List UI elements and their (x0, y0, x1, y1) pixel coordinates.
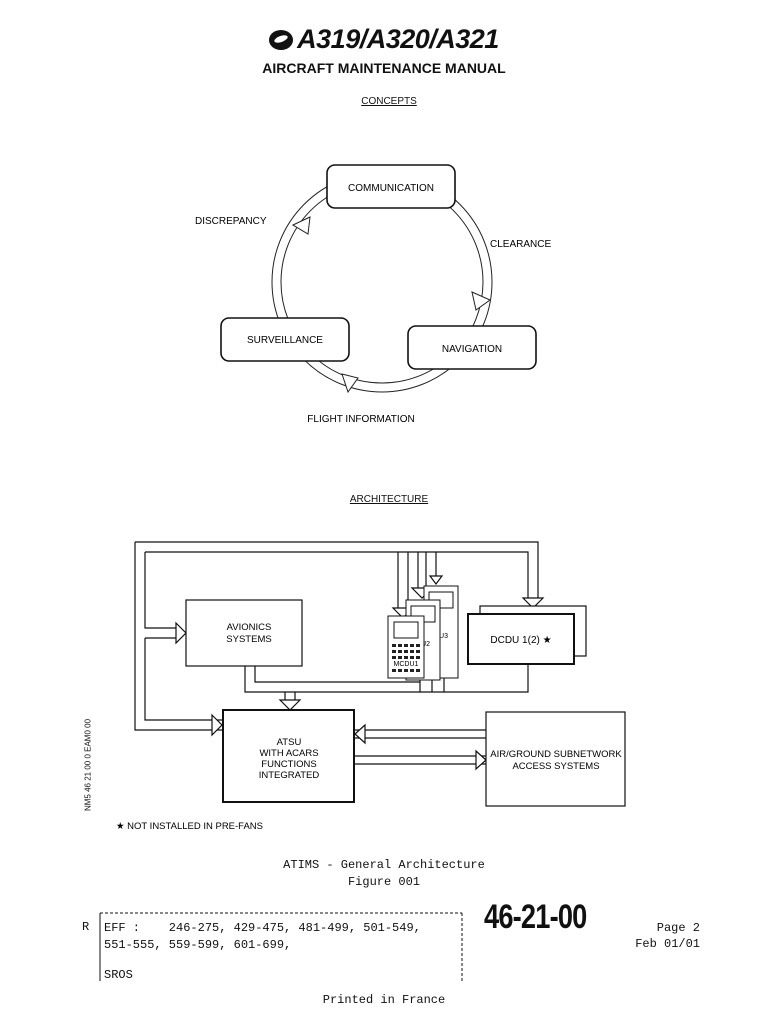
discrepancy-label: DISCREPANCY (195, 216, 267, 227)
mcdu1-unit: MCDU1 (387, 615, 425, 679)
top-bus-outer (135, 541, 539, 598)
communication-label: COMMUNICATION (348, 183, 434, 194)
document-number: 46-21-00 (484, 898, 587, 936)
surveillance-label: SURVEILLANCE (247, 335, 323, 346)
effectivity-line-2: 551-555, 559-599, 601-699, (104, 938, 292, 952)
figure-title: ATIMS - General Architecture (283, 858, 485, 872)
atsu-top-arrow-icon (278, 699, 302, 711)
clearance-label: CLEARANCE (490, 239, 551, 250)
atsu-label-4: INTEGRATED (259, 770, 320, 781)
concepts-title: CONCEPTS (361, 96, 417, 107)
revision-mark: R (82, 920, 90, 934)
airground-arrow-icon (475, 749, 487, 771)
atsu-box (222, 709, 355, 803)
model-text: A319/A320/A321 (297, 24, 499, 54)
architecture-title: ARCHITECTURE (349, 494, 429, 505)
manual-title: AIRCRAFT MAINTENANCE MANUAL (262, 60, 506, 76)
bottom-bus-outer (244, 660, 529, 693)
atsu-right-arrow-icon (354, 723, 366, 745)
flight-info-arrow-icon (341, 373, 359, 394)
avionics-arrow-icon (175, 621, 187, 645)
svg-text:DU3: DU3 (434, 633, 448, 640)
mcdu3-arrow-icon (428, 575, 444, 585)
navigation-label: NAVIGATION (442, 344, 502, 355)
airground-box (485, 711, 626, 807)
airground-label-1: AIR/GROUND SUBNETWORK (490, 749, 622, 760)
dcdu1-box (467, 613, 575, 665)
footer-frame (99, 912, 463, 981)
atsu-to-airground-link (355, 729, 486, 739)
airground-to-atsu-link (355, 755, 486, 765)
atsu-left-arrow-icon (211, 713, 223, 737)
concepts-diagram: COMMUNICATION SURVEILLANCE NAVIGATION DI… (195, 164, 551, 425)
communication-box (326, 164, 456, 209)
atsu-label-2: WITH ACARS (259, 748, 318, 759)
figure-number: Figure 001 (347, 875, 420, 889)
figure-side-code: NM5 46 21 00 0 EAM0 00 (83, 718, 93, 812)
atsu-label-3: FUNCTIONS (261, 759, 316, 770)
svg-text:MCDU1: MCDU1 (394, 661, 419, 668)
dcdu-arrow-icon (521, 597, 545, 609)
left-bus-to-avionics-1 (144, 552, 176, 629)
surveillance-box (220, 317, 350, 362)
printed-in: Printed in France (322, 993, 446, 1007)
top-bus-inner (145, 551, 529, 598)
effectivity-line-1: EFF : 246-275, 429-475, 481-499, 501-549… (104, 921, 421, 935)
bottom-bus-inner (254, 666, 420, 683)
dcdu-label: DCDU 1(2) ★ (490, 635, 551, 646)
atsu-label-1: ATSU (277, 737, 302, 748)
flight-information-label: FLIGHT INFORMATION (307, 414, 414, 425)
clearance-arrow-icon (471, 291, 492, 311)
left-bus-outer (134, 542, 222, 731)
airbus-logo-icon (269, 30, 294, 50)
aircraft-model-title: A319/A320/A321 (0, 24, 768, 55)
discrepancy-arrow-icon (291, 216, 311, 235)
page-number: Page 2 (656, 921, 700, 935)
page-info: Page 2 Feb 01/01 (610, 920, 700, 952)
architecture-diagram: AVIONICS SYSTEMS DU3 DU2 MCDU1 DCDU 1(2)… (116, 541, 626, 832)
effectivity-text: EFF : 246-275, 429-475, 481-499, 501-549… (104, 920, 421, 954)
sros-label: SROS (104, 968, 133, 982)
avionics-box (185, 599, 303, 667)
avionics-label-2: SYSTEMS (226, 634, 271, 645)
navigation-box (407, 325, 537, 370)
avionics-label-1: AVIONICS (227, 622, 272, 633)
page-date: Feb 01/01 (635, 937, 700, 951)
airground-label-2: ACCESS SYSTEMS (512, 761, 599, 772)
pre-fans-footnote: ★ NOT INSTALLED IN PRE-FANS (116, 821, 263, 832)
left-bus-inner (144, 638, 222, 721)
